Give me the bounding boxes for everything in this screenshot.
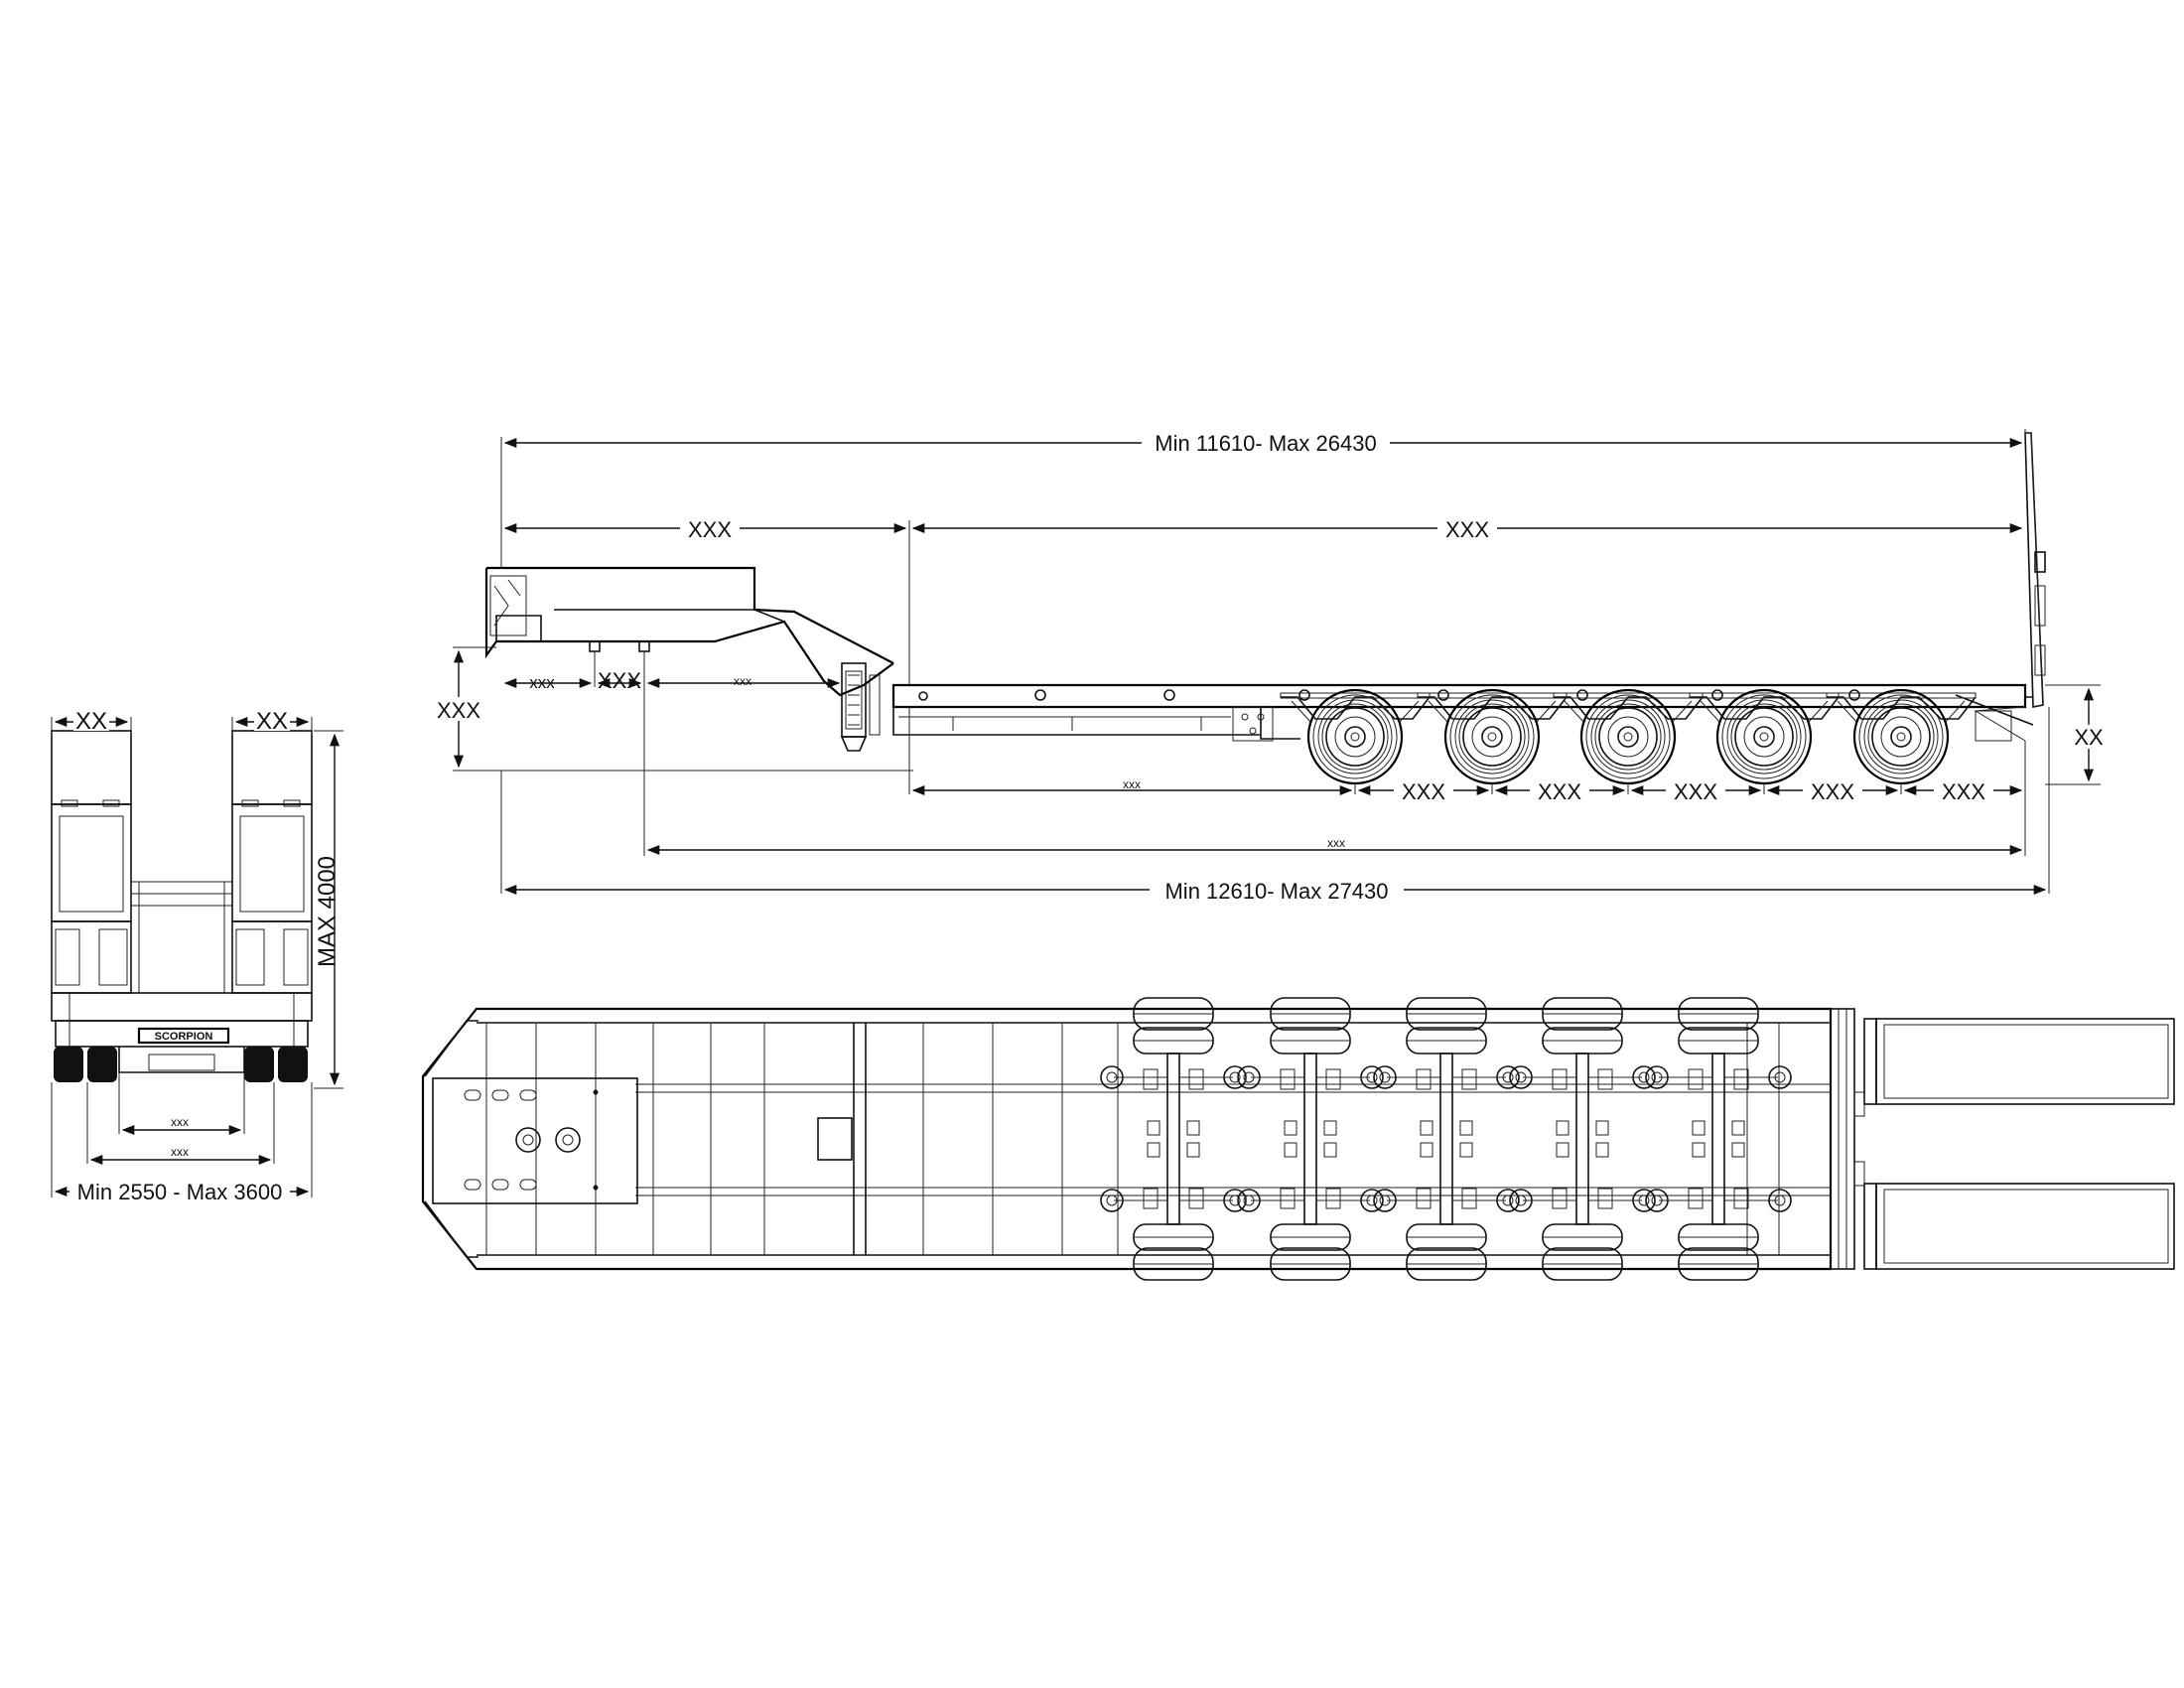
axle-spacing-5: XXX <box>1942 779 1985 804</box>
rear-logo: SCORPION <box>155 1031 213 1043</box>
deck-to-axle-label: xxx <box>1123 777 1141 791</box>
rear-inner-dim-1: xxx <box>171 1115 189 1129</box>
gooseneck-height-label: XXX <box>437 698 480 723</box>
axle-2 <box>1417 688 1568 785</box>
axle-spacing-2: XXX <box>1538 779 1581 804</box>
axle-1 <box>1280 688 1431 785</box>
kingpin-offset-3-label: xxx <box>734 674 751 688</box>
rear-view: SCORPION XX XX MAX 4000 xxx xxx <box>51 708 343 1204</box>
rear-width-range-label: Min 2550 - Max 3600 <box>77 1180 283 1204</box>
axle-spacing-3: XXX <box>1674 779 1717 804</box>
rear-max-height-label: MAX 4000 <box>314 856 341 967</box>
top-view <box>421 997 2175 1281</box>
kingpin-offset-2-label: XXX <box>598 668 641 693</box>
axle-spacing-1: XXX <box>1402 779 1445 804</box>
axle-5 <box>1826 688 1977 785</box>
overall-length-bottom-label: Min 12610- Max 27430 <box>1164 879 1388 904</box>
rear-height-label: XX <box>2074 725 2104 750</box>
kingpin-offset-1-label: xxx <box>529 673 555 692</box>
kingpin-to-rear-label: xxx <box>1327 836 1345 850</box>
rear-right-width-label: XX <box>256 708 288 735</box>
rear-left-width-label: XX <box>75 708 107 735</box>
side-view: Min 11610- Max 26430 XXX XXX XXX xxx XXX… <box>435 429 2105 904</box>
deck-length-label: XXX <box>1445 517 1489 542</box>
overall-length-top-label: Min 11610- Max 26430 <box>1155 431 1376 456</box>
rear-inner-dim-2: xxx <box>171 1145 189 1159</box>
axle-4 <box>1689 688 1840 785</box>
gooseneck-length-label: XXX <box>688 517 732 542</box>
axle-spacing-4: XXX <box>1811 779 1854 804</box>
axle-3 <box>1553 688 1704 785</box>
